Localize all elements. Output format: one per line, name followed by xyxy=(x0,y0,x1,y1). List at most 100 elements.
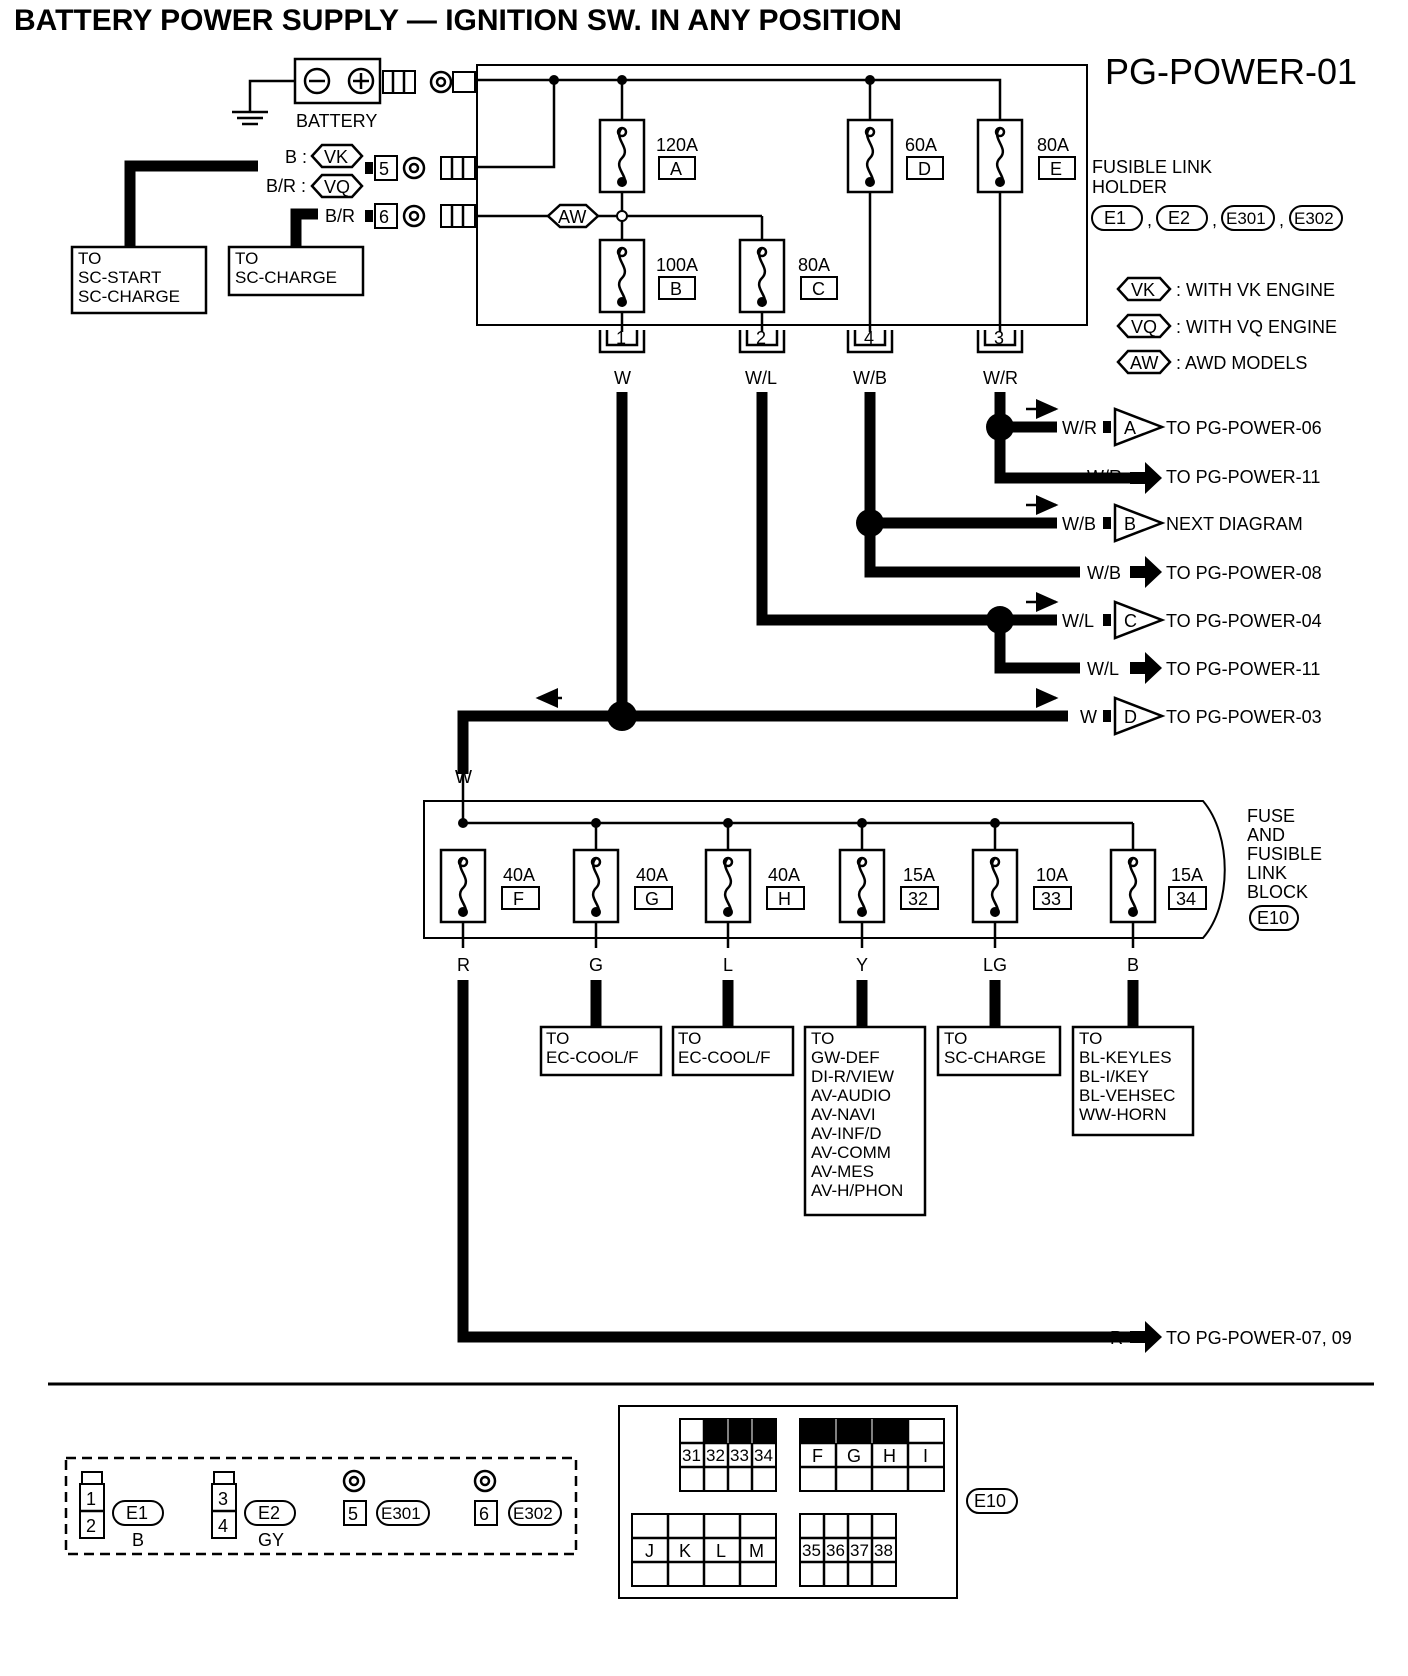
svg-text:TO PG-POWER-08: TO PG-POWER-08 xyxy=(1166,563,1322,583)
svg-text:BL-KEYLES: BL-KEYLES xyxy=(1079,1048,1172,1067)
svg-text:E10: E10 xyxy=(1257,908,1289,928)
svg-text:10A: 10A xyxy=(1036,865,1068,885)
svg-text:TO: TO xyxy=(1079,1029,1102,1048)
dest-ec-cool-1: TO EC-COOL/F xyxy=(539,1025,663,1077)
svg-text:G: G xyxy=(589,955,603,975)
svg-text:TO PG-POWER-11: TO PG-POWER-11 xyxy=(1166,467,1320,487)
svg-text:B: B xyxy=(132,1530,144,1550)
svg-text:2: 2 xyxy=(756,328,766,348)
fuse-d-id: D xyxy=(918,159,931,179)
fuse-c-rating: 80A xyxy=(798,255,830,275)
svg-text:TO: TO xyxy=(546,1029,569,1048)
svg-text:,: , xyxy=(1212,210,1217,230)
fuse-a-id: A xyxy=(670,159,682,179)
svg-text:EC-COOL/F: EC-COOL/F xyxy=(546,1048,639,1067)
fuse-a-rating: 120A xyxy=(656,135,698,155)
svg-text:AV-MES: AV-MES xyxy=(811,1162,874,1181)
terminal-1: 1 xyxy=(598,328,646,354)
svg-text:L: L xyxy=(716,1541,726,1561)
svg-text:GY: GY xyxy=(258,1530,284,1550)
svg-text:TO: TO xyxy=(944,1029,967,1048)
svg-text:W/L: W/L xyxy=(1062,611,1094,631)
svg-text:: WITH VK ENGINE: : WITH VK ENGINE xyxy=(1176,280,1335,300)
svg-text:4: 4 xyxy=(864,328,874,348)
fuse-e-id: E xyxy=(1050,159,1062,179)
svg-text:SC-CHARGE: SC-CHARGE xyxy=(944,1048,1046,1067)
fusible-link-holder: 120A A 60A D 80A E AW 100A B xyxy=(475,64,1343,388)
svg-text:AV-H/PHON: AV-H/PHON xyxy=(811,1181,903,1200)
svg-text:D: D xyxy=(1124,707,1137,727)
svg-text:TO: TO xyxy=(811,1029,834,1048)
svg-text:TO PG-POWER-03: TO PG-POWER-03 xyxy=(1166,707,1322,727)
svg-text:AV-AUDIO: AV-AUDIO xyxy=(811,1086,891,1105)
dest-multi: TO GW-DEF DI-R/VIEW AV-AUDIO AV-NAVI AV-… xyxy=(803,1025,927,1217)
dest-ec-cool-2: TO EC-COOL/F xyxy=(671,1025,795,1077)
fuse-block-wires xyxy=(457,980,1139,1343)
fuse-b-rating: 100A xyxy=(656,255,698,275)
svg-text:Y: Y xyxy=(856,955,868,975)
svg-text:AV-INF/D: AV-INF/D xyxy=(811,1124,882,1143)
output-wires: W xyxy=(455,392,1130,787)
svg-text:15A: 15A xyxy=(1171,865,1203,885)
svg-text:E2: E2 xyxy=(1168,208,1190,228)
svg-text:1: 1 xyxy=(616,328,626,348)
fuse-b-id: B xyxy=(670,279,682,299)
svg-text:FUSIBLE: FUSIBLE xyxy=(1247,844,1322,864)
svg-text:VK: VK xyxy=(1131,280,1155,300)
svg-text:40A: 40A xyxy=(503,865,535,885)
svg-text:AND: AND xyxy=(1247,825,1285,845)
svg-text:: WITH VQ ENGINE: : WITH VQ ENGINE xyxy=(1176,317,1337,337)
svg-text:TO PG-POWER-06: TO PG-POWER-06 xyxy=(1166,418,1322,438)
svg-text:W/R: W/R xyxy=(1062,418,1097,438)
battery: BATTERY xyxy=(232,57,476,131)
svg-text:40A: 40A xyxy=(636,865,668,885)
svg-text:B: B xyxy=(1124,514,1136,534)
svg-text:B/R :: B/R : xyxy=(266,176,306,196)
svg-text:BLOCK: BLOCK xyxy=(1247,882,1308,902)
svg-text:32: 32 xyxy=(706,1446,725,1465)
svg-text:AV-COMM: AV-COMM xyxy=(811,1143,891,1162)
svg-text:NEXT DIAGRAM: NEXT DIAGRAM xyxy=(1166,514,1303,534)
svg-text:WW-HORN: WW-HORN xyxy=(1079,1105,1167,1124)
svg-text:: AWD MODELS: : AWD MODELS xyxy=(1176,353,1307,373)
svg-text:3: 3 xyxy=(218,1489,228,1509)
svg-text:DI-R/VIEW: DI-R/VIEW xyxy=(811,1067,894,1086)
svg-text:TO: TO xyxy=(78,249,101,268)
connector-legend-e10: 31 32 33 34 F G H I xyxy=(618,1405,1018,1599)
terminal-2: 2 xyxy=(738,328,786,354)
wire-w-label: W xyxy=(614,368,631,388)
svg-text:H: H xyxy=(778,889,791,909)
svg-text:B/R: B/R xyxy=(325,206,355,226)
diagram-code: PG-POWER-01 xyxy=(1105,51,1357,92)
svg-text:F: F xyxy=(513,889,524,909)
svg-text:AV-NAVI: AV-NAVI xyxy=(811,1105,876,1124)
svg-text:VQ: VQ xyxy=(1131,317,1157,337)
svg-text:3: 3 xyxy=(994,328,1004,348)
svg-text:E2: E2 xyxy=(258,1503,280,1523)
svg-text:35: 35 xyxy=(802,1541,821,1560)
svg-text:BL-VEHSEC: BL-VEHSEC xyxy=(1079,1086,1175,1105)
svg-text:33: 33 xyxy=(730,1446,749,1465)
svg-text:E1: E1 xyxy=(1104,208,1126,228)
svg-text:6: 6 xyxy=(479,1504,489,1524)
wire-wr-label: W/R xyxy=(983,368,1018,388)
svg-text:B: B xyxy=(1127,955,1139,975)
svg-text:E302: E302 xyxy=(513,1504,553,1523)
svg-text:FUSE: FUSE xyxy=(1247,806,1295,826)
svg-text:TO: TO xyxy=(678,1029,701,1048)
svg-text:AW: AW xyxy=(1130,353,1158,373)
fuse-e-rating: 80A xyxy=(1037,135,1069,155)
svg-text:E302: E302 xyxy=(1294,209,1334,228)
svg-text:5: 5 xyxy=(379,159,389,179)
holder-title-1: FUSIBLE LINK xyxy=(1092,157,1212,177)
svg-text:40A: 40A xyxy=(768,865,800,885)
wire-wb-label: W/B xyxy=(853,368,887,388)
svg-text:H: H xyxy=(883,1446,896,1466)
dest-sc-charge: TO SC-CHARGE xyxy=(936,1025,1062,1077)
svg-text:M: M xyxy=(749,1541,764,1561)
svg-text:W/B: W/B xyxy=(1087,563,1121,583)
terminal-3: 3 xyxy=(976,328,1024,354)
svg-text:TO PG-POWER-11: TO PG-POWER-11 xyxy=(1166,659,1320,679)
svg-text:A: A xyxy=(1124,418,1136,438)
